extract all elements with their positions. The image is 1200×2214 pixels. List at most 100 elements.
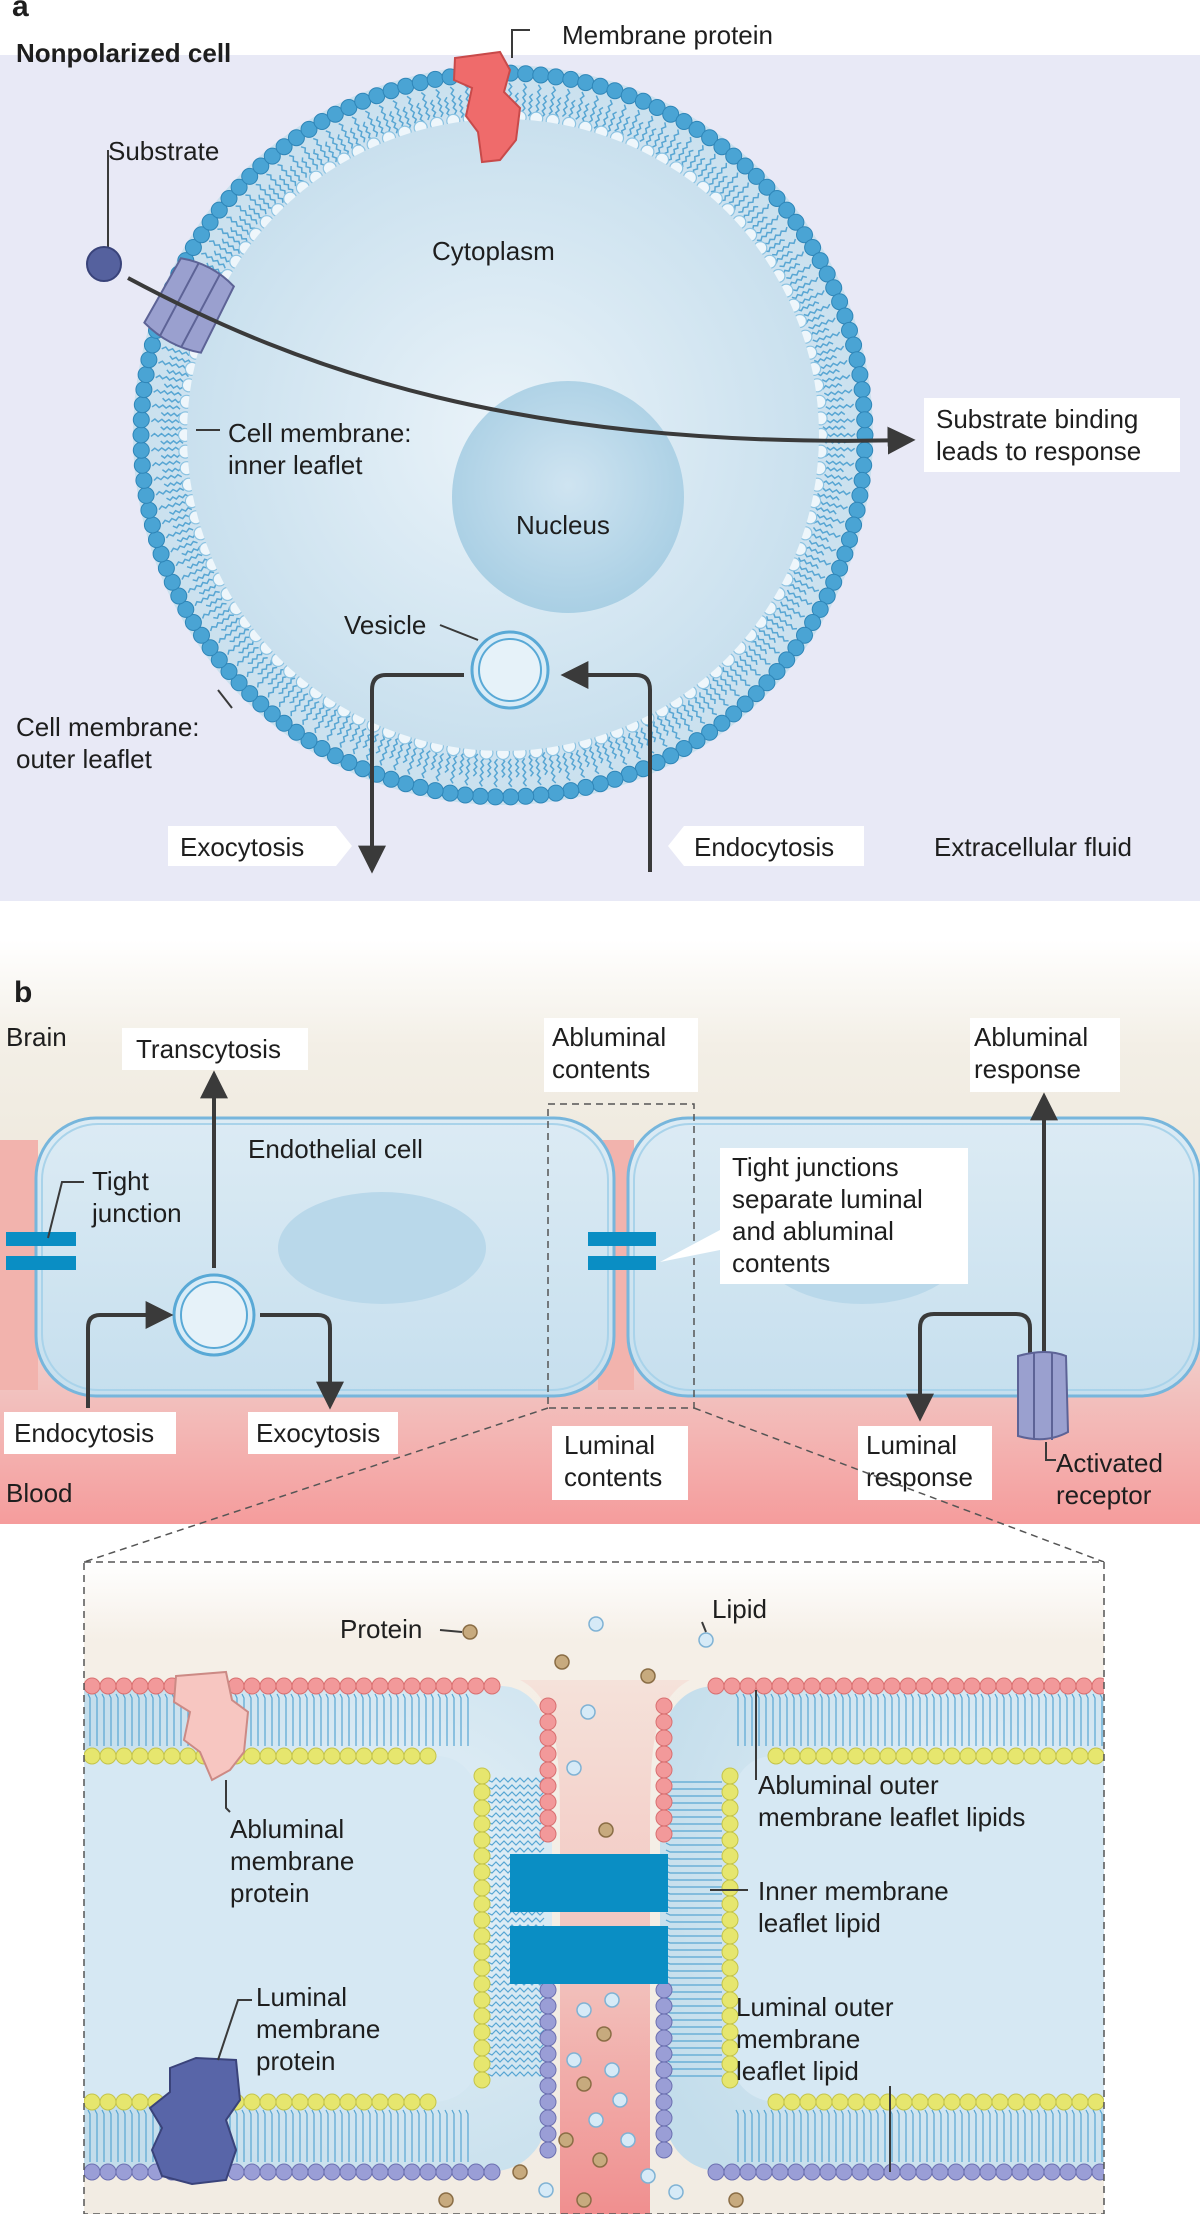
- lipid-head: [133, 396, 151, 414]
- lipid-head: [502, 788, 520, 806]
- lipid-tail: [875, 1693, 879, 1746]
- lipid-tail: [487, 1840, 545, 1846]
- lipid-tail: [360, 1693, 364, 1746]
- lipid-head: [419, 2163, 437, 2181]
- lipid-tail: [665, 1947, 722, 1951]
- lipid-tail: [805, 1693, 809, 1746]
- lipid-head: [84, 1747, 101, 1765]
- lipid-tail: [487, 1994, 545, 2000]
- lipid-tail: [602, 742, 614, 770]
- lipid-head: [787, 1677, 805, 1695]
- lipid-tail: [805, 2109, 809, 2162]
- lipid-tail: [668, 707, 681, 729]
- abluminal-response-line1: Abluminal: [974, 1022, 1088, 1052]
- lipid-head: [259, 1677, 277, 1695]
- lipid-head: [387, 2093, 405, 2111]
- lipid-head: [879, 1747, 897, 1765]
- lipid-tail: [312, 137, 330, 163]
- lipid-head: [456, 786, 474, 804]
- lipid-tail: [756, 227, 777, 242]
- lipid-head: [811, 600, 829, 618]
- transcytosis-label-box: [122, 1028, 308, 1070]
- lipid-head: [1043, 1677, 1061, 1695]
- lipid-tail: [158, 360, 187, 370]
- lipid-tail: [722, 667, 738, 686]
- lipid-head: [539, 1713, 557, 1731]
- lipid-tail: [924, 1693, 928, 1746]
- protein-molecule: [554, 1654, 570, 1670]
- lipid-tail: [314, 708, 331, 734]
- lipid-tail: [155, 374, 184, 383]
- lipid-head: [259, 1747, 277, 1765]
- lipid-head: [323, 2093, 341, 2111]
- lipid-tail: [1099, 2109, 1103, 2162]
- tight-junction-leader: [47, 1181, 84, 1239]
- lipid-head: [539, 1793, 557, 1811]
- lipid-head: [473, 1847, 491, 1865]
- lipid-head: [856, 411, 874, 429]
- lipid-head: [655, 1729, 673, 1747]
- lipid-head: [787, 639, 805, 657]
- lipid-head: [721, 1927, 739, 1945]
- lipid-tail: [364, 110, 379, 137]
- tight-junction-label-line1: Tight: [92, 1166, 150, 1196]
- lipid-tail: [1071, 1693, 1075, 1746]
- luminal-protein-leader: [217, 1999, 252, 2061]
- lipid-head: [856, 441, 874, 459]
- lipid-tail: [122, 1693, 126, 1746]
- lipid-tail: [437, 2109, 441, 2162]
- lipid-head: [132, 426, 150, 444]
- lipid-tail: [720, 674, 740, 697]
- lipid-tail: [297, 2109, 301, 2162]
- lipid-tail: [229, 628, 250, 643]
- lipid-molecule: [604, 1992, 620, 2008]
- lipid-tail: [665, 1940, 722, 1944]
- lipid-head: [963, 2163, 981, 2181]
- lipid-head: [841, 321, 858, 339]
- protein-molecule: [576, 2076, 592, 2092]
- lipid-tail: [1043, 2109, 1047, 2162]
- lipid-tail: [924, 2109, 928, 2162]
- lipid-head: [241, 685, 259, 703]
- lipid-tail: [980, 2109, 984, 2162]
- lipid-head: [1055, 1747, 1073, 1765]
- lipid-tail: [325, 130, 342, 156]
- lipid-tail: [521, 757, 528, 787]
- lipid-head: [201, 639, 219, 657]
- lipid-head: [787, 2163, 805, 2181]
- lipid-tail: [917, 2109, 921, 2162]
- lipid-head: [991, 1747, 1009, 1765]
- lipid-tail: [444, 1693, 448, 1746]
- lipid-tail: [262, 2109, 266, 2162]
- lipid-tail: [378, 104, 391, 133]
- lipid-head: [943, 1747, 961, 1765]
- lipid-tail: [606, 111, 617, 133]
- lipid-tail: [528, 753, 535, 777]
- lipid-head: [895, 2093, 913, 2111]
- abluminal-contents-box: [544, 1018, 698, 1092]
- lipid-tail: [435, 88, 444, 118]
- lipid-head: [927, 2093, 945, 2111]
- lipid-molecule: [580, 1704, 596, 1720]
- lipid-tail: [311, 1693, 315, 1746]
- lipid-tail: [153, 473, 183, 482]
- lipid-tail: [710, 175, 728, 193]
- lipid-head: [371, 2093, 389, 2111]
- lipid-head: [863, 2093, 881, 2111]
- lipid-head: [655, 2125, 673, 2143]
- lipid-tail: [521, 83, 528, 113]
- lipid-tail: [143, 2109, 147, 2162]
- lipid-head: [655, 1809, 673, 1827]
- lipid-tail: [575, 749, 586, 778]
- lipid-head: [655, 1713, 673, 1731]
- lipid-head: [84, 2163, 101, 2181]
- lipid-head: [721, 1847, 739, 1865]
- lipid-tail: [655, 134, 670, 155]
- lipid-tail: [816, 513, 845, 524]
- lipid-tail: [1043, 1693, 1047, 1746]
- lipid-head: [655, 1997, 673, 2015]
- lipid-tail: [803, 303, 831, 317]
- lipid-head: [947, 1677, 965, 1695]
- lipid-tail: [288, 154, 307, 178]
- lipid-tail: [938, 1693, 942, 1746]
